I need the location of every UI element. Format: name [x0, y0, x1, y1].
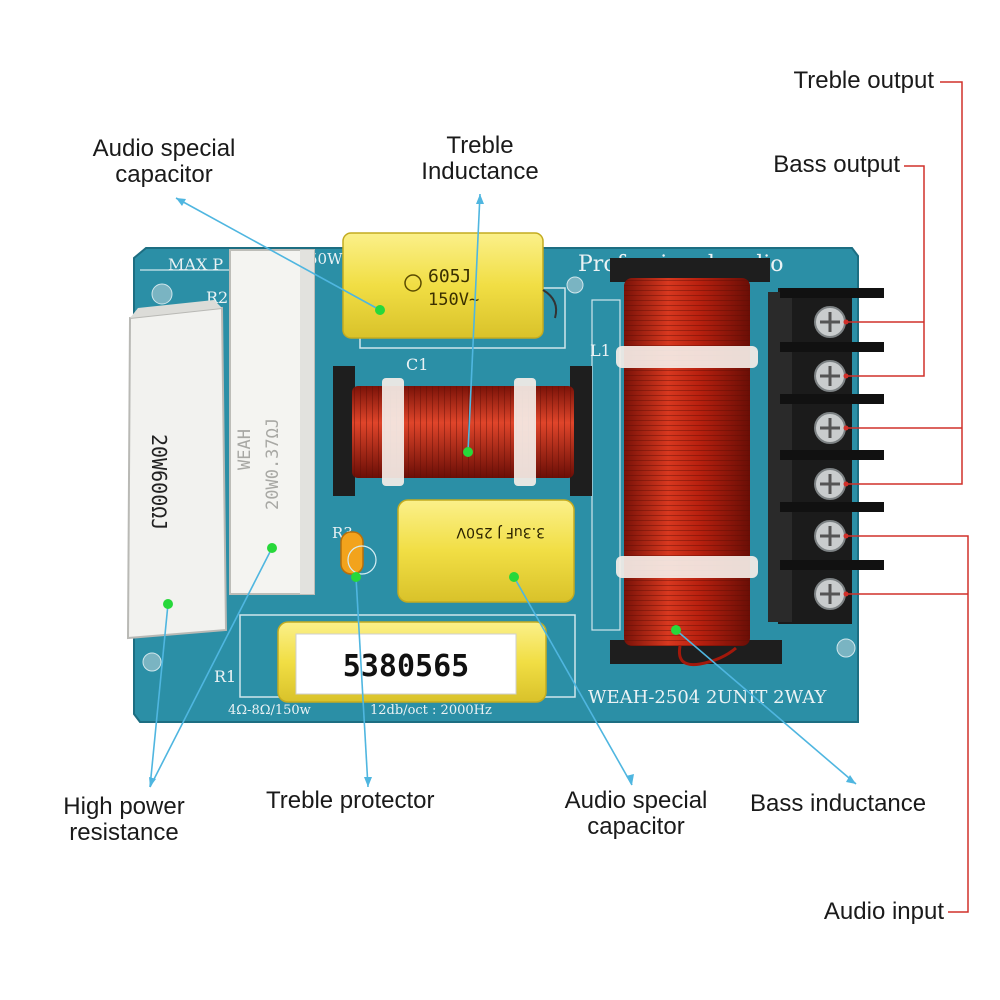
- terminal-dots: [843, 319, 849, 597]
- leader-lines: [149, 193, 857, 788]
- label-high-power-resistance-line1: High power: [63, 793, 185, 820]
- label-audio-special-capacitor-top-line2: capacitor: [115, 161, 213, 188]
- terminal-separator: [780, 288, 884, 298]
- marker-high-power-resistance-a: [267, 543, 277, 553]
- dot-audio-input-a: [843, 533, 849, 539]
- bass-inductor: [610, 258, 782, 667]
- label-treble-output: Treble output: [793, 67, 934, 94]
- ref-c1: C1: [406, 355, 428, 374]
- leader-treble-protector: [355, 576, 369, 788]
- label-high-power-resistance-line2: resistance: [69, 819, 179, 846]
- terminal-separator: [780, 394, 884, 404]
- leader-audio-capacitor-top: [175, 197, 381, 311]
- label-treble-protector: Treble protector: [266, 787, 435, 814]
- ref-l1: L1: [590, 341, 611, 360]
- bracket-treble-output: [846, 81, 963, 485]
- arrowhead-treble-protector: [364, 777, 372, 787]
- arrowhead-audio-capacitor-bottom: [626, 774, 634, 785]
- pcb-model-text: WEAH-2504 2UNIT 2WAY: [588, 687, 827, 708]
- dot-treble-output-b: [843, 481, 849, 487]
- label-high-power-resistance: High power resistance: [44, 794, 204, 846]
- marker-audio-capacitor-top: [375, 305, 385, 315]
- arrowhead-treble-inductance: [476, 194, 484, 204]
- marker-bass-inductance: [671, 625, 681, 635]
- dot-audio-input-b: [843, 591, 849, 597]
- treble-inductor: [333, 366, 592, 496]
- top-capacitor: 605J 150V~: [342, 232, 558, 339]
- bracket-audio-input: [846, 535, 969, 913]
- label-audio-special-capacitor-bottom-line2: capacitor: [587, 813, 685, 840]
- terminal-brackets: [846, 81, 969, 913]
- terminal-separator: [780, 342, 884, 352]
- arrowhead-audio-capacitor-top: [176, 198, 186, 206]
- bottom-capacitor: 5380565: [277, 621, 547, 703]
- leader-high-power-resistance-2: [149, 603, 169, 788]
- label-audio-special-capacitor-bottom-line1: Audio special: [564, 787, 708, 814]
- leader-high-power-resistance-1: [149, 547, 273, 788]
- treble-protector-component: [340, 531, 377, 575]
- label-treble-inductance: Treble Inductance: [400, 133, 560, 185]
- leader-arrowheads: [149, 194, 856, 787]
- top-capacitor-value: 605J: [428, 266, 471, 287]
- bottom-capacitor-code: 5380565: [343, 649, 469, 684]
- label-bass-inductance: Bass inductance: [750, 790, 927, 817]
- marker-audio-capacitor-bottom: [509, 572, 519, 582]
- pcb-spec-impedance: 4Ω-8Ω/150w: [228, 703, 311, 718]
- middle-capacitor: 3.3uF J 250V: [397, 499, 575, 603]
- label-bass-output: Bass output: [773, 151, 900, 178]
- arrowhead-bass-inductance: [846, 775, 856, 784]
- ref-r1: R1: [214, 667, 236, 686]
- marker-treble-inductance: [463, 447, 473, 457]
- leader-audio-capacitor-bottom: [513, 576, 633, 786]
- marker-treble-protector: [351, 572, 361, 582]
- label-audio-special-capacitor-bottom: Audio special capacitor: [546, 788, 726, 840]
- pcb-spec-crossover: 12db/oct : 2000Hz: [370, 703, 492, 718]
- leader-treble-inductance: [467, 193, 481, 453]
- arrowhead-high-power-resistance: [149, 777, 156, 787]
- terminal-separator: [780, 450, 884, 460]
- dot-bass-output-b: [843, 373, 849, 379]
- small-resistor-value: 20W0.37ΩJ: [263, 418, 283, 510]
- label-audio-input: Audio input: [823, 898, 944, 925]
- terminal-separator: [780, 560, 884, 570]
- label-audio-special-capacitor-top: Audio special capacitor: [74, 136, 254, 188]
- pcb-max-text: MAX P: [168, 255, 223, 274]
- large-resistor-label: 20W600ΩJ: [147, 434, 171, 530]
- terminal-block: [768, 288, 884, 624]
- middle-capacitor-value: 3.3uF J 250V: [456, 524, 545, 540]
- leader-bass-inductance: [675, 629, 857, 785]
- pcb-watt-text: 50W: [308, 250, 343, 268]
- dot-treble-output-a: [843, 425, 849, 431]
- label-treble-inductance-line2: Inductance: [421, 158, 539, 185]
- large-white-resistor: 20W600ΩJ: [126, 300, 228, 640]
- bracket-bass-output: [846, 165, 925, 377]
- dot-bass-output-a: [843, 319, 849, 325]
- label-audio-special-capacitor-top-line1: Audio special: [92, 135, 236, 162]
- small-resistor-brand: WEAH: [235, 429, 255, 470]
- small-white-resistor: WEAH 20W0.37ΩJ: [229, 249, 315, 595]
- label-treble-inductance-line1: Treble: [446, 132, 514, 159]
- top-capacitor-voltage: 150V~: [428, 290, 479, 310]
- terminal-separator: [780, 502, 884, 512]
- marker-high-power-resistance-b: [163, 599, 173, 609]
- markers: [163, 305, 681, 635]
